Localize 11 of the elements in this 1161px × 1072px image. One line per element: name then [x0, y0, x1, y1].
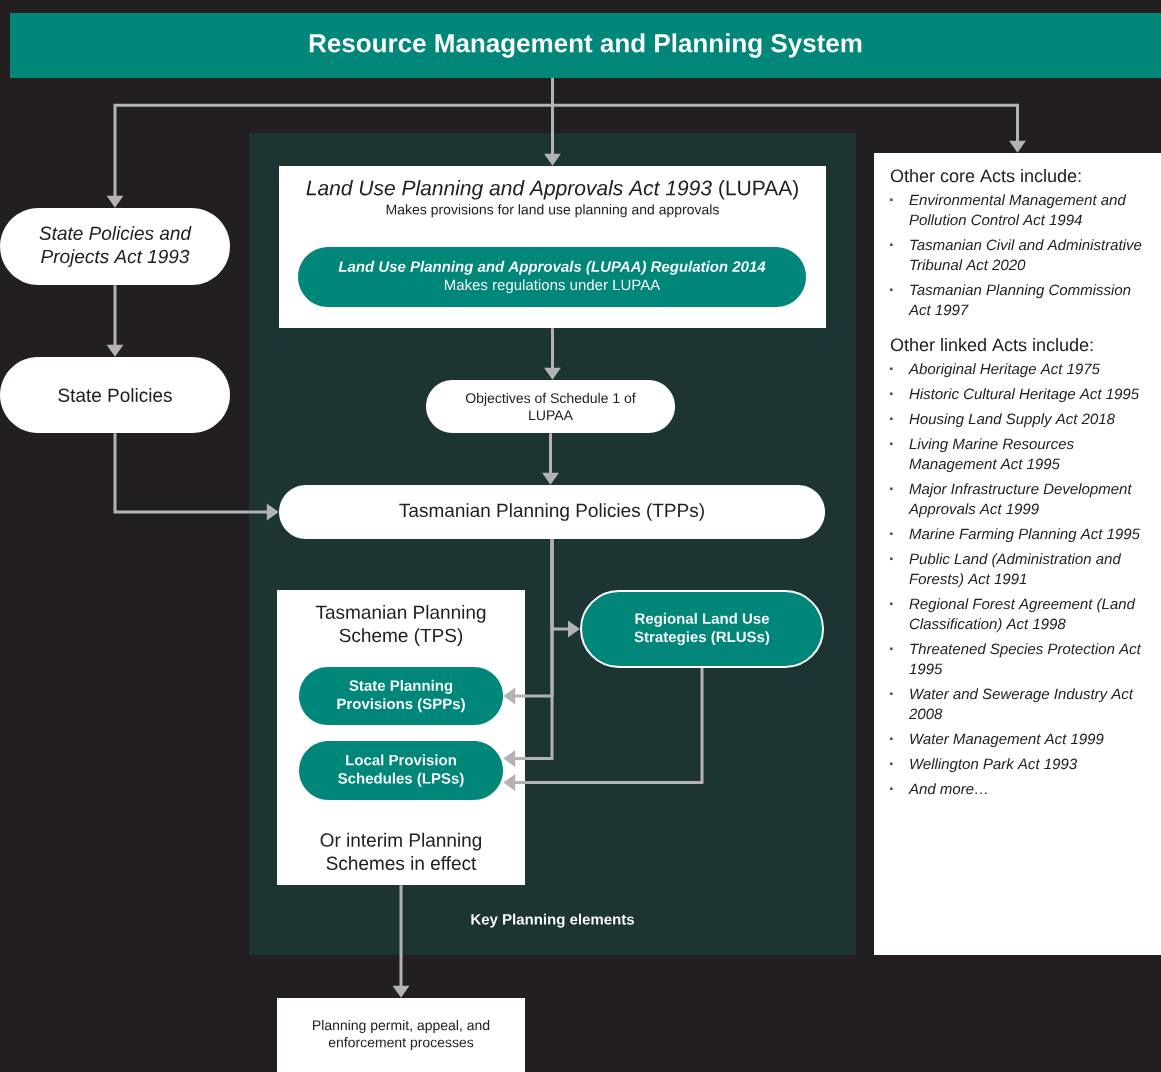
strategies-pill: Regional Land Use Strategies (RLUSs) — [580, 590, 824, 668]
title-banner: Resource Management and Planning System — [10, 13, 1161, 78]
objectives-pill: Objectives of Schedule 1 of LUPAA — [426, 380, 675, 433]
process-box: Planning permit, appeal, and enforcement processes — [277, 998, 525, 1072]
schedules-pill: Local Provision Schedules (LPSs) — [299, 741, 503, 800]
act-pill: State Policies and Projects Act 1993 — [0, 208, 230, 285]
policies-pill: State Policies — [0, 357, 230, 433]
policies-pill: Tasmanian Planning Policies (TPPs) — [279, 485, 825, 539]
acts-list-panel: Other core Acts include: Environmental Management and Pollution Control Act 1994 Tasmanian Civil and Administrative Tribunal Act 2020 Tasmanian Planning Commission Act 1997 Other linked Acts include: Aboriginal Heritage Act 1975 Historic Cultural Heritage Act 1995 Housing Land Supply Act 2018 Living Marine Resources Management Act 1995 Major Infrastructure Development Approvals Act 1999 Marine Farming Planning Act 1995 Public Land (Administration and Forests) Act 1991 Regional Forest Agreement (Land Classification) Act 1998 Threatened Species Protection Act 1995 Water and Sewerage Industry Act 2008 Water Management Act 1999 Wellington Park Act 1993 And more… — [874, 153, 1161, 955]
provisions-pill: State Planning Provisions (SPPs) — [299, 667, 503, 725]
regulation-pill: Land Use Planning and Approvals (LUPAA) Regulation 2014 Makes regulations under LUPAA — [298, 247, 806, 307]
